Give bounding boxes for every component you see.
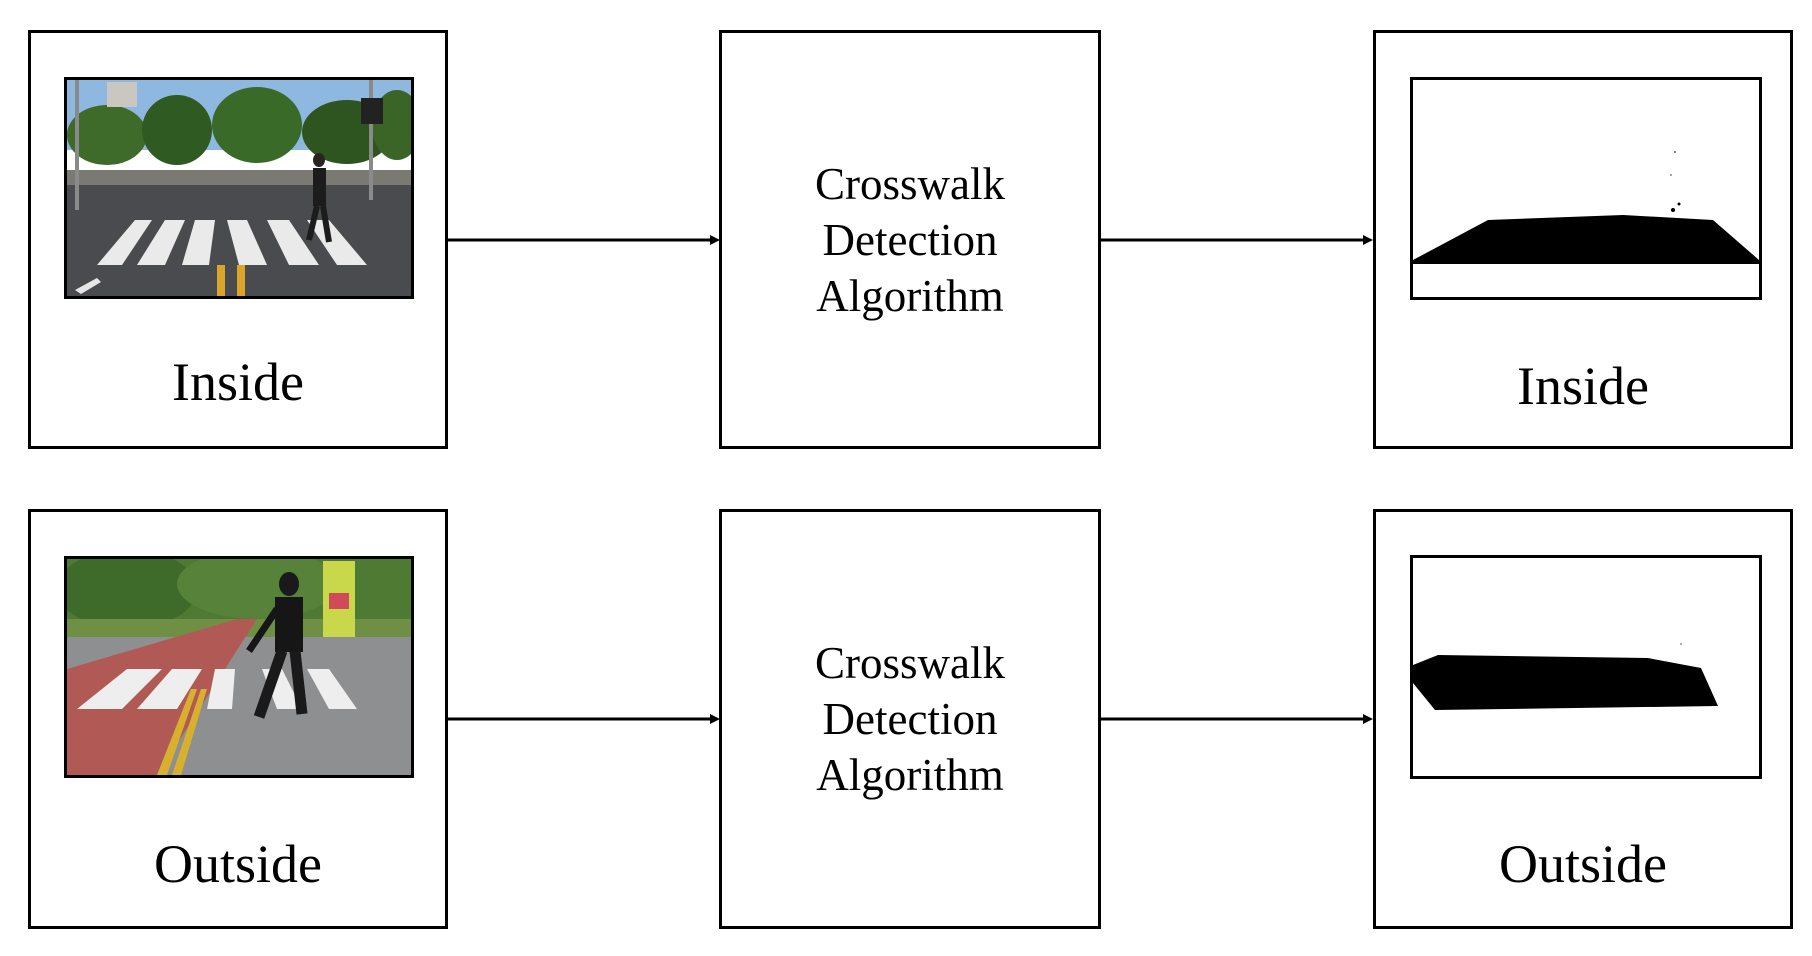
output-box-inside: Inside (1373, 30, 1793, 449)
algorithm-line: Algorithm (816, 750, 1004, 800)
output-label: Outside (1499, 834, 1667, 894)
input-box-outside: Outside (28, 509, 448, 929)
output-label: Inside (1517, 356, 1649, 416)
algorithm-line: Algorithm (816, 270, 1004, 321)
arrow-right-icon (1101, 235, 1373, 245)
arrow-right-icon (1101, 714, 1373, 724)
output-box-outside: Outside (1373, 509, 1793, 929)
arrow-right-icon (448, 714, 720, 724)
algorithm-line: Crosswalk (815, 158, 1005, 209)
algorithm-box: Crosswalk Detection Algorithm (719, 509, 1101, 929)
arrow-right-icon (448, 235, 720, 245)
algorithm-line: Crosswalk (815, 638, 1005, 688)
algorithm-line: Detection (822, 694, 998, 744)
algorithm-label: Crosswalk Detection Algorithm (815, 635, 1005, 803)
algorithm-line: Detection (822, 214, 998, 265)
outside-crosswalk-photo (64, 556, 414, 778)
input-label: Outside (154, 834, 322, 894)
input-box-inside: Inside (28, 30, 448, 449)
inside-crosswalk-photo (64, 77, 414, 299)
inside-segmentation-mask (1410, 77, 1762, 300)
outside-segmentation-mask (1410, 555, 1762, 779)
input-label: Inside (172, 352, 304, 412)
algorithm-label: Crosswalk Detection Algorithm (815, 156, 1005, 324)
algorithm-box: Crosswalk Detection Algorithm (719, 30, 1101, 449)
